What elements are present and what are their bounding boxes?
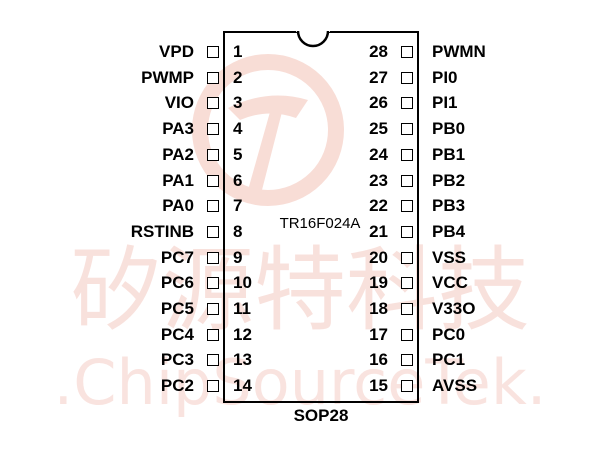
pin-number: 4 — [233, 119, 243, 139]
pin-number: 8 — [233, 221, 243, 241]
pin-name: PB0 — [432, 119, 466, 139]
pin-name: PA2 — [162, 144, 194, 164]
pin-number: 27 — [369, 67, 388, 87]
pin-name: V33O — [432, 299, 476, 318]
pin-number: 9 — [233, 247, 243, 267]
pin-name: PC4 — [160, 324, 194, 344]
pin-name: PC2 — [160, 376, 194, 396]
pin-terminal — [401, 277, 413, 290]
pin-terminal — [207, 303, 219, 315]
pin-terminal — [207, 174, 219, 187]
pin-name: PI0 — [432, 67, 458, 87]
pin-name: VCC — [432, 273, 468, 293]
pin-name: PC7 — [160, 247, 194, 267]
pin-name: PA0 — [162, 196, 194, 216]
pin-terminal — [401, 225, 413, 238]
pin-terminal — [207, 328, 219, 341]
pin-name: AVSS — [432, 376, 478, 396]
pin-name: PWMP — [141, 67, 194, 87]
pin-number: 5 — [233, 144, 243, 164]
pin-number: 26 — [369, 93, 388, 113]
pin-number: 7 — [233, 196, 243, 216]
pin-name: PWMN — [432, 42, 486, 61]
pin-number: 17 — [369, 324, 388, 344]
pin-terminal — [207, 225, 219, 238]
pin-name: PB4 — [432, 221, 466, 241]
pin-name: PI1 — [432, 93, 458, 113]
pin-terminal — [401, 303, 413, 315]
pin-number: 19 — [369, 273, 388, 293]
pin-terminal — [401, 97, 413, 110]
pin-name: PC5 — [160, 299, 194, 318]
part-number: TR16F024A — [279, 215, 361, 232]
pin-name: PA3 — [162, 119, 194, 139]
pin-name: PC0 — [432, 324, 466, 344]
pin-name: VIO — [164, 93, 194, 113]
pin-terminal — [207, 277, 219, 290]
pin1-notch — [296, 29, 330, 48]
pin-terminal — [207, 97, 219, 110]
pin-number: 3 — [233, 93, 243, 113]
pin-number: 20 — [369, 247, 388, 267]
pin-name: PC1 — [432, 350, 466, 370]
pin-name: VPD — [159, 42, 194, 61]
pin-terminal — [207, 46, 219, 58]
pin-number: 10 — [233, 273, 252, 293]
pin-name: PC3 — [160, 350, 194, 370]
pin-terminal — [207, 251, 219, 264]
pin-number: 6 — [233, 170, 243, 190]
pin-name: RSTINB — [130, 221, 194, 241]
pin-number: 28 — [369, 42, 388, 61]
pin-number: 14 — [233, 376, 252, 396]
pin-terminal — [207, 148, 219, 161]
pin-name: PB1 — [432, 144, 466, 164]
pin-terminal — [401, 123, 413, 136]
pin-terminal — [401, 174, 413, 187]
pin-terminal — [207, 71, 219, 84]
pin-number: 23 — [369, 170, 388, 190]
pin-name: PC6 — [160, 273, 194, 293]
pin-number: 18 — [369, 299, 388, 318]
pin-name: VSS — [432, 247, 467, 267]
package-label: SOP28 — [293, 406, 349, 425]
pin-number: 12 — [233, 324, 252, 344]
pin-name: PB2 — [432, 170, 466, 190]
pin-terminal — [401, 46, 413, 58]
pin-terminal — [207, 354, 219, 367]
pin-number: 11 — [233, 299, 251, 318]
pin-terminal — [401, 251, 413, 264]
pin-terminal — [401, 354, 413, 367]
pin-terminal — [207, 380, 219, 393]
pin-number: 22 — [369, 196, 388, 216]
pin-terminal — [401, 328, 413, 341]
pin-terminal — [401, 380, 413, 393]
pin-terminal — [401, 200, 413, 213]
pin-terminal — [401, 148, 413, 161]
pin-terminal — [207, 200, 219, 213]
pin-number: 21 — [369, 221, 388, 241]
pin-name: PB3 — [432, 196, 466, 216]
pin-number: 25 — [369, 119, 388, 139]
pin-number: 24 — [369, 144, 388, 164]
pin-terminal — [207, 123, 219, 136]
pin-number: 13 — [233, 350, 252, 370]
pin-name: PA1 — [162, 170, 194, 190]
pin-terminal — [401, 71, 413, 84]
pin-number: 15 — [369, 376, 388, 396]
pin-number: 16 — [369, 350, 388, 370]
pin-number: 2 — [233, 67, 243, 87]
pin-number: 1 — [233, 42, 243, 61]
